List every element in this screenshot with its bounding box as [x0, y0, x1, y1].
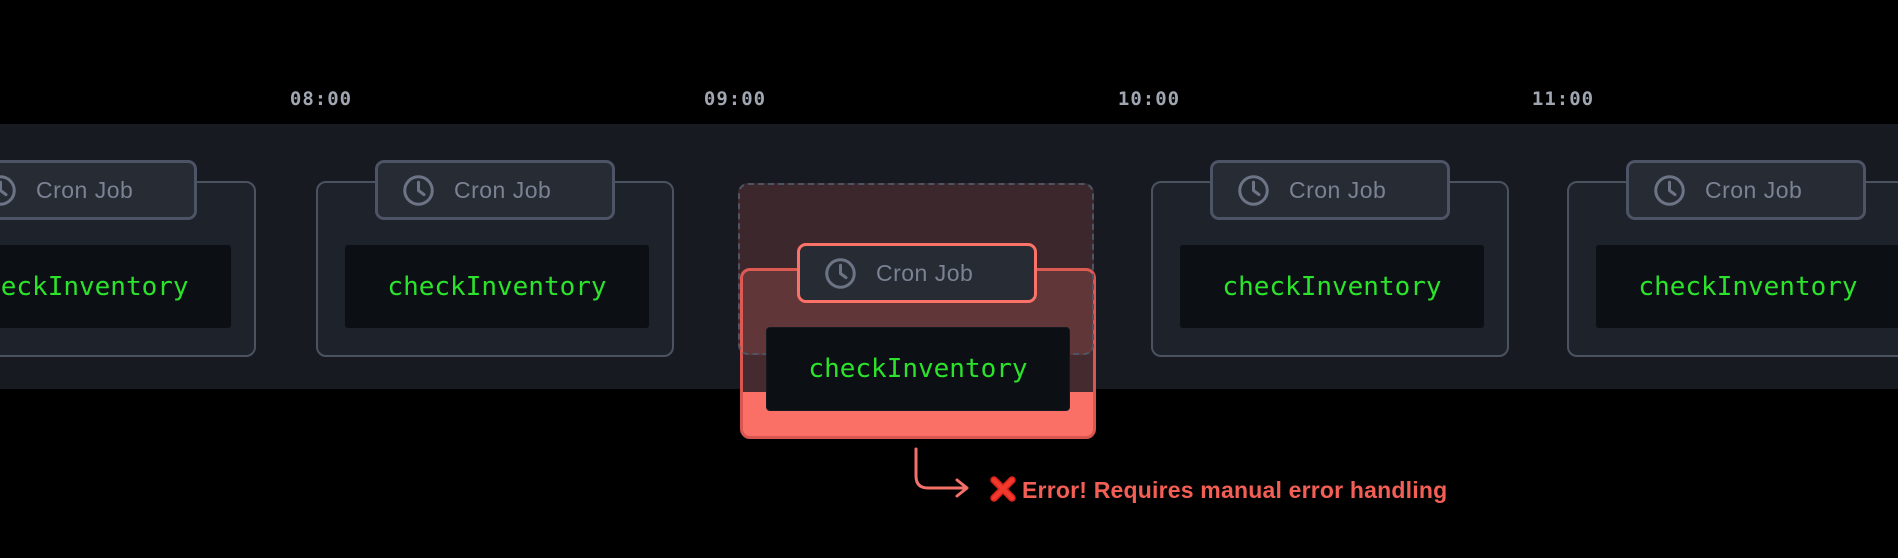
function-name: checkInventory — [1638, 271, 1858, 302]
code-box: checkInventory — [1179, 244, 1485, 329]
badge-label: Cron Job — [876, 259, 974, 286]
badge-label: Cron Job — [36, 176, 134, 203]
cron-badge: Cron Job — [1626, 160, 1866, 220]
badge-label: Cron Job — [454, 176, 552, 203]
error-code-box: checkInventory — [766, 327, 1070, 411]
time-label-1000: 10:00 — [1117, 88, 1181, 110]
clock-icon — [1238, 174, 1269, 206]
time-label-1100: 11:00 — [1531, 88, 1595, 110]
function-name: checkInventory — [1222, 271, 1442, 302]
clock-icon — [1654, 174, 1685, 206]
cron-card-4: Cron Job checkInventory — [1151, 160, 1509, 357]
error-connector-arrow — [914, 447, 969, 498]
clock-icon — [403, 174, 434, 206]
code-box: checkInventory — [0, 244, 232, 329]
cron-card-1: Cron Job checkInventory — [0, 160, 256, 357]
code-box: checkInventory — [1595, 244, 1898, 329]
time-label-0800: 08:00 — [289, 88, 353, 110]
function-name: checkInventory — [0, 271, 189, 302]
badge-label: Cron Job — [1289, 176, 1387, 203]
cron-badge: Cron Job — [0, 160, 197, 220]
function-name: checkInventory — [808, 354, 1028, 384]
code-box: checkInventory — [344, 244, 650, 329]
cron-badge: Cron Job — [1210, 160, 1450, 220]
cross-mark-icon — [990, 476, 1016, 502]
error-message: Error! Requires manual error handling — [1022, 477, 1448, 503]
badge-label: Cron Job — [1705, 176, 1803, 203]
clock-icon — [0, 174, 16, 206]
error-cron-badge: Cron Job — [797, 243, 1037, 303]
clock-icon — [825, 257, 856, 289]
cron-card-5: Cron Job checkInventory — [1567, 160, 1898, 357]
cron-badge: Cron Job — [375, 160, 615, 220]
time-label-0900: 09:00 — [703, 88, 767, 110]
cron-card-2: Cron Job checkInventory — [316, 160, 674, 357]
function-name: checkInventory — [387, 271, 607, 302]
